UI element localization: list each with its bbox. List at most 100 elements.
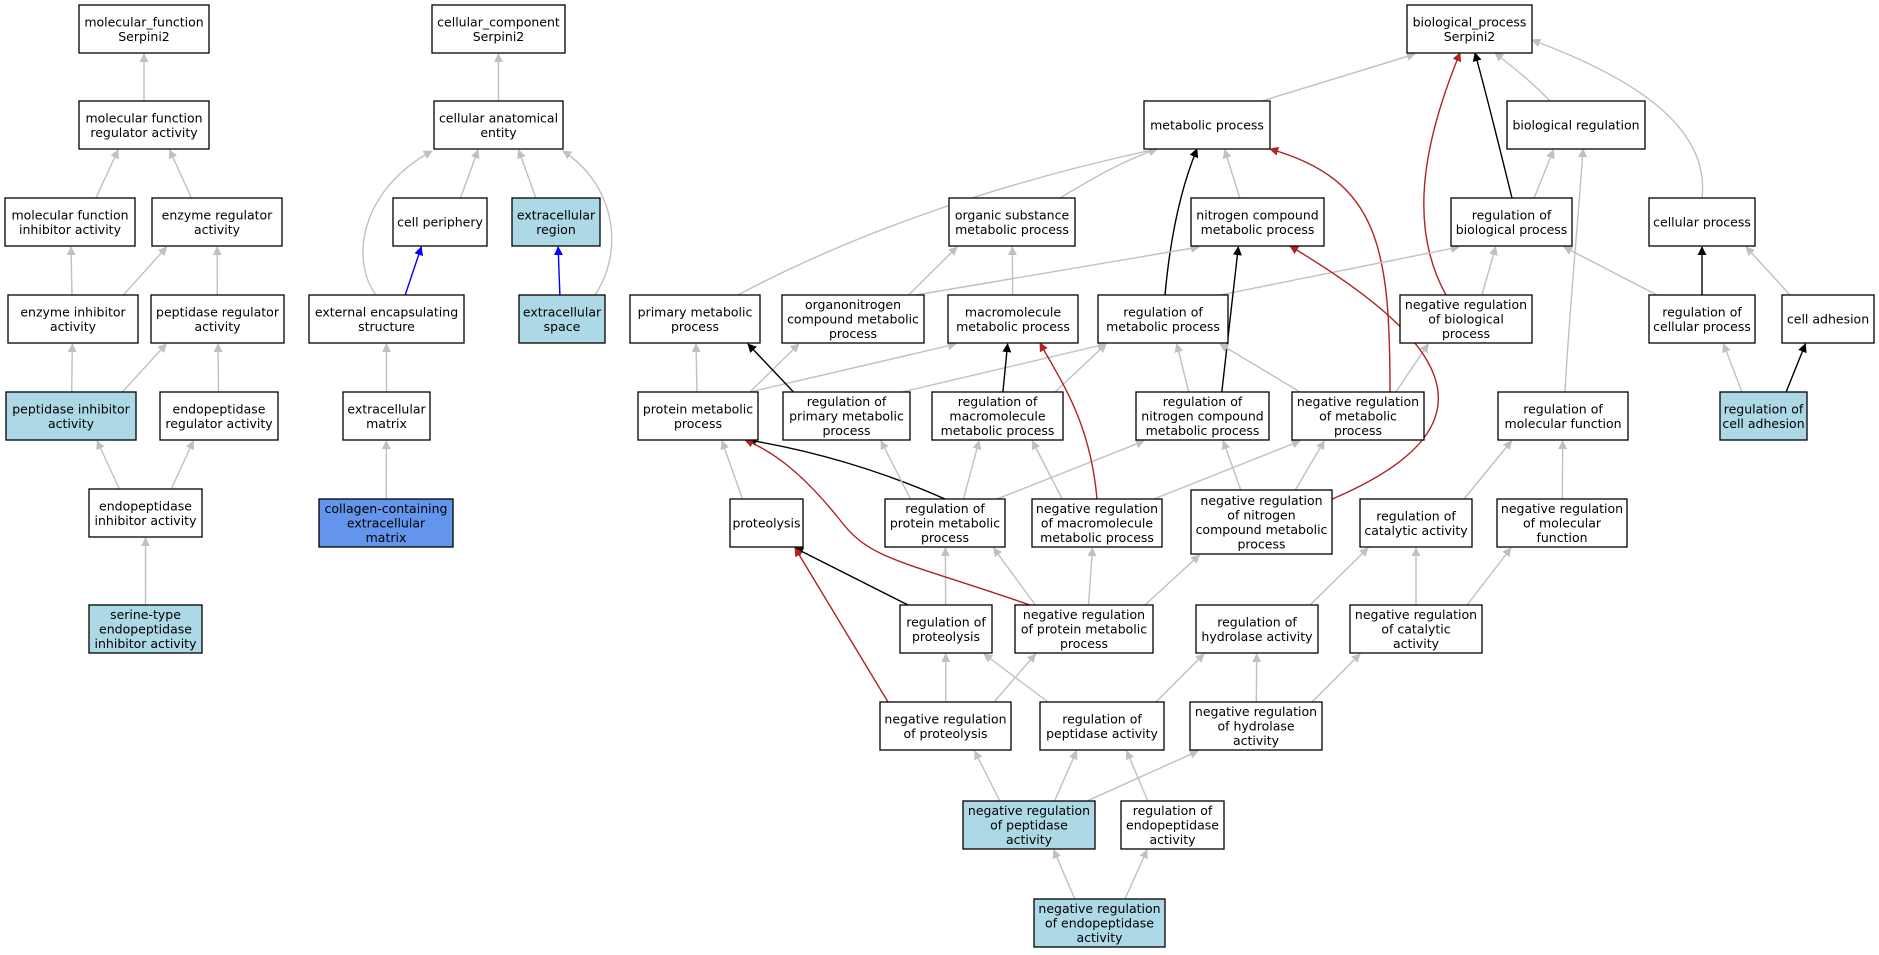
- node-box: [962, 800, 1096, 850]
- node-box: [1190, 489, 1333, 555]
- node-label: compound metabolic: [787, 312, 919, 327]
- node-box: [151, 197, 283, 247]
- node-label: regulation of: [1123, 304, 1203, 319]
- edge-arrow: [747, 343, 795, 393]
- edge-arrow: [747, 436, 946, 500]
- node-label: protein metabolic: [643, 401, 753, 416]
- node-label: negative regulation: [1036, 501, 1158, 516]
- edge-neg_reg_nitro-to-neg_reg_met: [1294, 440, 1325, 491]
- node-label: process: [671, 319, 719, 334]
- edge-arrow: [122, 246, 168, 296]
- node-label: of biological: [1428, 312, 1504, 327]
- node-label: molecular function: [1504, 416, 1621, 431]
- edge-cell_adh-to-cell_proc: [1745, 246, 1791, 296]
- node-label: extracellular: [347, 401, 426, 416]
- edge-arrow: [1261, 52, 1416, 102]
- node-label: cell adhesion: [1722, 416, 1804, 431]
- node-label: of molecular: [1523, 516, 1602, 531]
- edge-reg_cat-to-reg_mol_fn: [1463, 440, 1513, 500]
- edge-arrow: [1124, 849, 1148, 900]
- node-label: molecular_function: [84, 14, 203, 29]
- node-label: primary metabolic: [789, 409, 904, 424]
- node-label: negative regulation: [968, 803, 1090, 818]
- edge-reg_bio-to-bio_reg: [1533, 149, 1555, 199]
- edge-endo_inh-to-pep_inh: [96, 440, 121, 490]
- edge-ext_encap-to-cell_peri: [404, 246, 423, 296]
- edge-pep_inh-to-pep_reg: [121, 343, 167, 393]
- node-box: [1648, 294, 1756, 344]
- node-label: regulator activity: [165, 416, 273, 431]
- node-box: [1033, 898, 1166, 948]
- edge-arrow: [1311, 653, 1361, 703]
- edge-arrow: [1294, 440, 1325, 491]
- node-box: [518, 294, 606, 344]
- edge-reg_hydro-to-reg_cat: [1309, 547, 1369, 606]
- edge-arrow: [1481, 246, 1498, 296]
- node-label: proteolysis: [732, 516, 800, 531]
- node-label: metabolic process: [956, 319, 1070, 334]
- edge-reg_cell_proc-to-reg_bio: [1563, 246, 1658, 296]
- edge-neg_reg_endo-to-neg_reg_pep: [1052, 849, 1076, 900]
- node-metab: metabolic process: [1143, 100, 1271, 150]
- node-box: [884, 498, 1006, 548]
- edge-reg_prot_met-to-prot_met: [747, 436, 946, 500]
- node-box: [729, 498, 804, 548]
- edge-arrow: [553, 246, 563, 296]
- node-label: inhibitor activity: [19, 222, 122, 237]
- edge-arrow: [1144, 554, 1201, 606]
- edge-arrow: [1155, 653, 1205, 703]
- node-label: matrix: [366, 416, 407, 431]
- edge-arrow: [1222, 149, 1241, 199]
- node-label: biological process: [1456, 222, 1568, 237]
- edge-arrow: [1395, 343, 1429, 393]
- edge-bio_reg-to-bp_root: [1494, 52, 1551, 102]
- node-box: [782, 391, 911, 441]
- edge-reg_endo-to-reg_pep: [1125, 750, 1149, 802]
- edge-nitro-to-metab: [1222, 149, 1241, 199]
- node-label: negative regulation: [1038, 901, 1160, 916]
- node-label: space: [544, 319, 581, 334]
- edge-reg_prot_met-to-reg_macro: [962, 440, 982, 500]
- node-label: of endopeptidase: [1045, 916, 1154, 931]
- node-label: of proteolysis: [903, 726, 987, 741]
- node-label: regulation of: [1133, 803, 1213, 818]
- node-label: process: [1060, 636, 1108, 651]
- node-label: regulation of: [906, 614, 986, 629]
- node-label: matrix: [366, 530, 407, 545]
- node-box: [1120, 800, 1225, 850]
- node-label: Serpini2: [1444, 29, 1496, 44]
- node-box: [5, 391, 137, 441]
- node-box: [1781, 294, 1875, 344]
- node-label: of macromolecule: [1041, 516, 1153, 531]
- node-box: [1039, 701, 1165, 751]
- node-box: [899, 604, 993, 654]
- edge-ext_space-to-cae: [562, 150, 613, 296]
- node-label: protein metabolic: [890, 516, 1000, 531]
- node-label: regulation of: [807, 394, 887, 409]
- edge-neg_reg_proteolysis-to-neg_reg_prot_met: [993, 653, 1037, 703]
- edge-arrow: [1472, 52, 1513, 199]
- edge-arrow: [170, 440, 194, 490]
- edge-arrow: [744, 438, 1031, 606]
- node-box: [947, 294, 1079, 344]
- node-label: regulation of: [1662, 304, 1742, 319]
- edge-neg_reg_nitro-to-nitro: [1289, 245, 1439, 501]
- node-label: metabolic process: [1146, 423, 1260, 438]
- node-label: metabolic process: [1150, 118, 1264, 133]
- node-label: proteolysis: [912, 629, 980, 644]
- node-box: [1097, 294, 1229, 344]
